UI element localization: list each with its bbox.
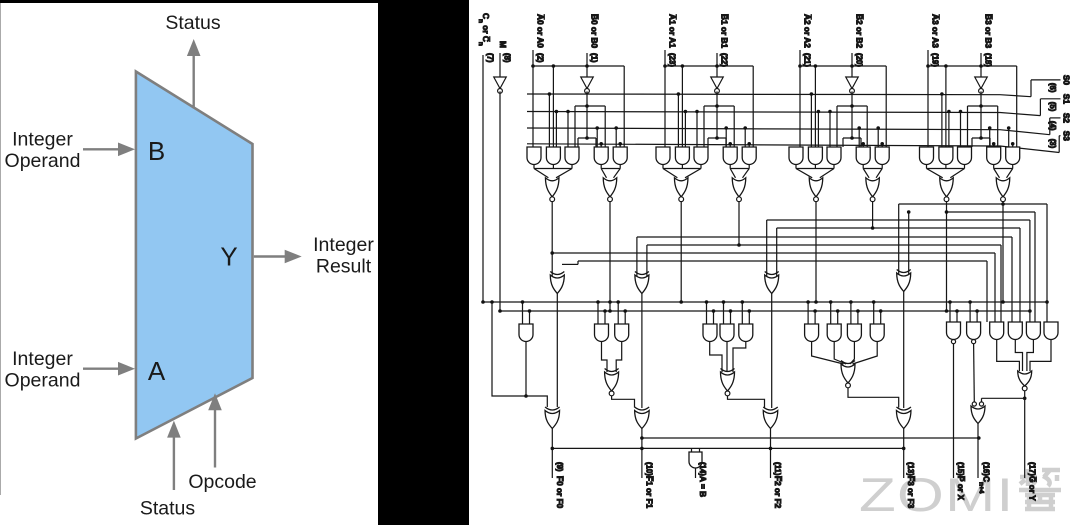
svg-text:Operand: Operand (5, 150, 81, 172)
svg-text:S0: S0 (1061, 75, 1071, 86)
svg-text:A̅0 or A0: A̅0 or A0 (536, 14, 546, 48)
svg-text:S3: S3 (1061, 131, 1071, 142)
svg-text:(21): (21) (803, 53, 812, 67)
svg-text:(5): (5) (1048, 102, 1057, 112)
svg-text:Integer: Integer (12, 129, 73, 151)
svg-text:(15): (15) (956, 462, 965, 476)
svg-text:(19): (19) (931, 53, 940, 67)
svg-text:Status: Status (140, 498, 196, 520)
svg-text:(1): (1) (590, 53, 599, 63)
svg-text:B: B (148, 136, 165, 166)
svg-text:Integer: Integer (12, 348, 73, 370)
svg-text:Operand: Operand (5, 370, 81, 392)
svg-text:S2: S2 (1061, 113, 1071, 124)
svg-text:A: A (148, 356, 166, 386)
svg-text:G̅ or Y: G̅ or Y (1028, 476, 1038, 501)
svg-text:Cn+4: Cn+4 (978, 476, 992, 494)
svg-text:(13): (13) (906, 462, 915, 476)
svg-text:(23): (23) (668, 53, 677, 67)
svg-text:B̅2 or B2: B̅2 or B2 (855, 14, 865, 49)
svg-text:(20): (20) (855, 53, 864, 67)
svg-text:(18): (18) (984, 53, 993, 67)
svg-text:(16): (16) (981, 462, 990, 476)
svg-text:(22): (22) (720, 53, 729, 67)
svg-text:A̅3 or A3: A̅3 or A3 (931, 14, 941, 48)
svg-text:(8): (8) (503, 53, 512, 63)
svg-text:F̅1 or F1: F̅1 or F1 (644, 476, 654, 509)
svg-text:(10): (10) (644, 462, 653, 476)
svg-text:A̅2 or A2: A̅2 or A2 (803, 14, 813, 48)
svg-text:Cn or C̅n: Cn or C̅n (478, 13, 492, 46)
svg-text:B̅1 or B1: B̅1 or B1 (720, 14, 730, 49)
svg-text:S1: S1 (1061, 94, 1071, 105)
svg-text:F̅0 or F0: F̅0 or F0 (555, 476, 565, 509)
svg-text:P̅ or X: P̅ or X (956, 476, 966, 501)
svg-text:(7): (7) (486, 53, 495, 63)
svg-text:A̅1 or A1: A̅1 or A1 (668, 14, 678, 48)
svg-text:F̅3 or F3: F̅3 or F3 (906, 476, 916, 509)
svg-text:Opcode: Opcode (188, 471, 256, 493)
svg-text:B̅3 or B3: B̅3 or B3 (984, 14, 994, 49)
svg-text:(2): (2) (536, 53, 545, 63)
svg-text:Status: Status (165, 12, 221, 34)
svg-text:Integer: Integer (313, 234, 374, 256)
svg-text:A = B: A = B (698, 476, 708, 497)
svg-text:(3): (3) (1048, 139, 1057, 149)
svg-text:(11): (11) (773, 462, 782, 476)
svg-text:B̅0 or B0: B̅0 or B0 (590, 14, 600, 49)
svg-text:(17): (17) (1028, 462, 1037, 476)
svg-text:(4): (4) (1048, 121, 1057, 131)
svg-text:(9): (9) (555, 462, 564, 472)
svg-text:Y: Y (220, 242, 237, 272)
svg-text:(14): (14) (698, 462, 707, 476)
svg-text:F̅2 or F2: F̅2 or F2 (773, 476, 783, 509)
svg-text:Result: Result (316, 256, 372, 278)
svg-text:(6): (6) (1048, 83, 1057, 93)
svg-text:M: M (498, 41, 508, 48)
